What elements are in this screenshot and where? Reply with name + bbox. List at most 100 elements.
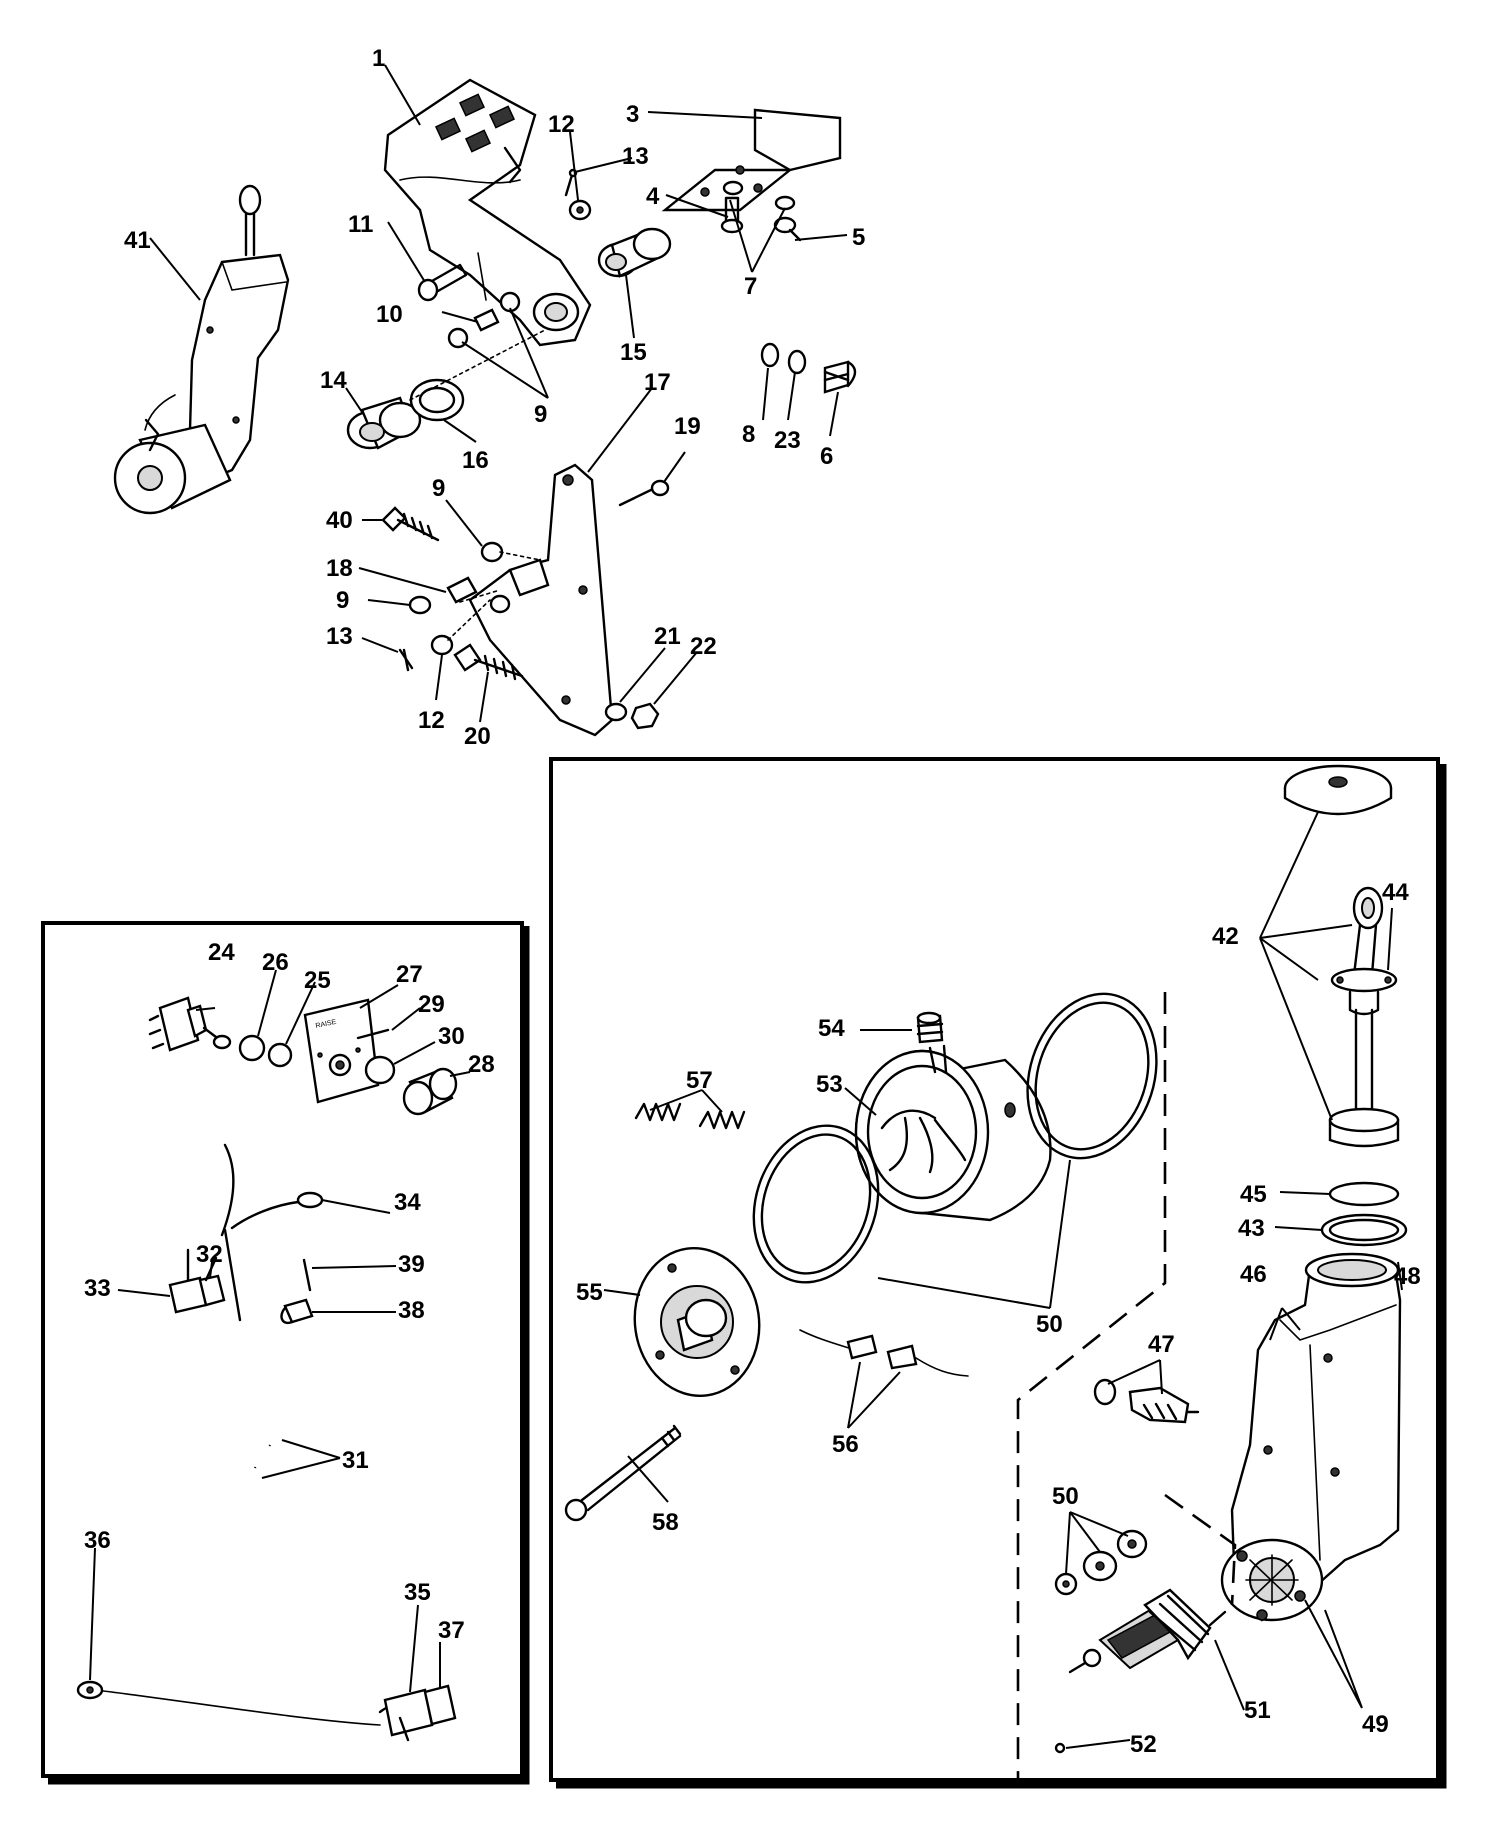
part-labels: 1 3 4 5 6 7 8 9 9 9 10 11 12 12 13 13 14… <box>84 45 1421 1758</box>
label-19: 19 <box>674 413 701 440</box>
label-12-upper: 12 <box>548 111 575 138</box>
label-11: 11 <box>348 211 373 238</box>
motor-inset <box>549 757 1447 1789</box>
label-31: 31 <box>342 1447 369 1474</box>
bolt-washers-6-8-23 <box>760 342 857 394</box>
label-54: 54 <box>818 1015 845 1042</box>
label-4: 4 <box>646 183 660 210</box>
limit-switch-47 <box>1093 1378 1200 1424</box>
label-25: 25 <box>304 967 331 994</box>
label-14: 14 <box>320 367 347 394</box>
upper-washer-pin <box>564 168 592 221</box>
top-assembly-guides <box>409 329 546 641</box>
through-bolt-58 <box>564 1424 682 1522</box>
label-27: 27 <box>396 961 423 988</box>
pivot-hardware <box>417 252 521 349</box>
ring-terminal-36 <box>76 1680 104 1700</box>
plate-text: RAISE <box>315 1019 337 1030</box>
label-9-upper: 9 <box>534 401 547 428</box>
brushes-56 <box>799 1329 969 1377</box>
label-50-gaskets: 50 <box>1036 1311 1063 1338</box>
end-plate-55 <box>633 1247 761 1397</box>
label-13-upper: 13 <box>622 143 649 170</box>
label-21: 21 <box>654 623 681 650</box>
screw-40 <box>381 506 440 542</box>
label-37: 37 <box>438 1617 465 1644</box>
label-58: 58 <box>652 1509 679 1536</box>
label-49: 49 <box>1362 1711 1389 1738</box>
label-41: 41 <box>124 227 151 254</box>
top-assembly <box>113 78 857 737</box>
label-39: 39 <box>398 1251 425 1278</box>
label-34: 34 <box>394 1189 421 1216</box>
bushing-14-16 <box>346 378 465 450</box>
label-48: 48 <box>1394 1263 1421 1290</box>
ball-52 <box>1054 1742 1066 1754</box>
label-44: 44 <box>1382 879 1409 906</box>
label-26: 26 <box>262 949 289 976</box>
label-40: 40 <box>326 507 353 534</box>
label-17: 17 <box>644 369 671 396</box>
label-50-washers: 50 <box>1052 1483 1079 1510</box>
label-30: 30 <box>438 1023 465 1050</box>
label-23: 23 <box>774 427 801 454</box>
wire-harness-31 <box>94 1143 420 1726</box>
label-36: 36 <box>84 1527 111 1554</box>
label-55: 55 <box>576 1279 603 1306</box>
washer-nut-21-22 <box>604 702 660 730</box>
label-24: 24 <box>208 939 235 966</box>
leaders <box>89 64 1403 1749</box>
label-22: 22 <box>690 633 717 660</box>
gasket-50-front <box>752 1124 880 1284</box>
cap-42 <box>1283 764 1393 816</box>
label-29: 29 <box>418 991 445 1018</box>
clip-38 <box>280 1298 314 1325</box>
label-7: 7 <box>744 273 757 300</box>
gasket-50-rear-inner <box>1034 1001 1150 1151</box>
label-43: 43 <box>1238 1215 1265 1242</box>
gear-housing-46-48 <box>1220 1252 1402 1622</box>
washers-50 <box>1054 1529 1148 1596</box>
nut-26 <box>238 1034 266 1062</box>
field-housing-53 <box>854 1044 1052 1222</box>
gasket-50-rear <box>1026 992 1158 1160</box>
lever-hardware <box>398 541 504 672</box>
label-51: 51 <box>1244 1697 1271 1724</box>
screw-39 <box>302 1258 312 1292</box>
springs-57 <box>634 1102 746 1130</box>
switch-plate-27: RAISE <box>303 998 380 1104</box>
label-9-mid: 9 <box>432 475 445 502</box>
o-ring-43-inner <box>1328 1218 1400 1242</box>
connector-33 <box>168 1256 226 1314</box>
motor-inset-guides <box>1016 992 1237 1780</box>
nut-30 <box>364 1055 396 1085</box>
label-20: 20 <box>464 723 491 750</box>
label-13-lower: 13 <box>326 623 353 650</box>
label-3: 3 <box>626 101 639 128</box>
label-32: 32 <box>196 1241 223 1268</box>
o-ring-45 <box>1328 1181 1400 1207</box>
actuator-assembly-41 <box>113 184 290 515</box>
label-1: 1 <box>372 45 385 72</box>
ground-wire-34 <box>230 1191 324 1230</box>
label-16: 16 <box>462 447 489 474</box>
label-56: 56 <box>832 1431 859 1458</box>
grommet-54 <box>916 1011 944 1044</box>
knob-28 <box>402 1067 458 1116</box>
label-15: 15 <box>620 339 647 366</box>
label-28: 28 <box>468 1051 495 1078</box>
main-bracket-part <box>383 78 592 347</box>
label-9-lower: 9 <box>336 587 349 614</box>
toggle-switch-24 <box>148 996 232 1052</box>
label-33: 33 <box>84 1275 111 1302</box>
lever-plate-17 <box>468 463 614 737</box>
label-5: 5 <box>852 224 865 251</box>
label-45: 45 <box>1240 1181 1267 1208</box>
label-8: 8 <box>742 421 755 448</box>
gasket-50-front-inner <box>760 1133 872 1275</box>
angle-plate-part <box>661 108 842 212</box>
plug-35-37 <box>383 1684 457 1742</box>
label-35: 35 <box>404 1579 431 1606</box>
washer-25 <box>267 1042 293 1068</box>
label-46: 46 <box>1240 1261 1267 1288</box>
